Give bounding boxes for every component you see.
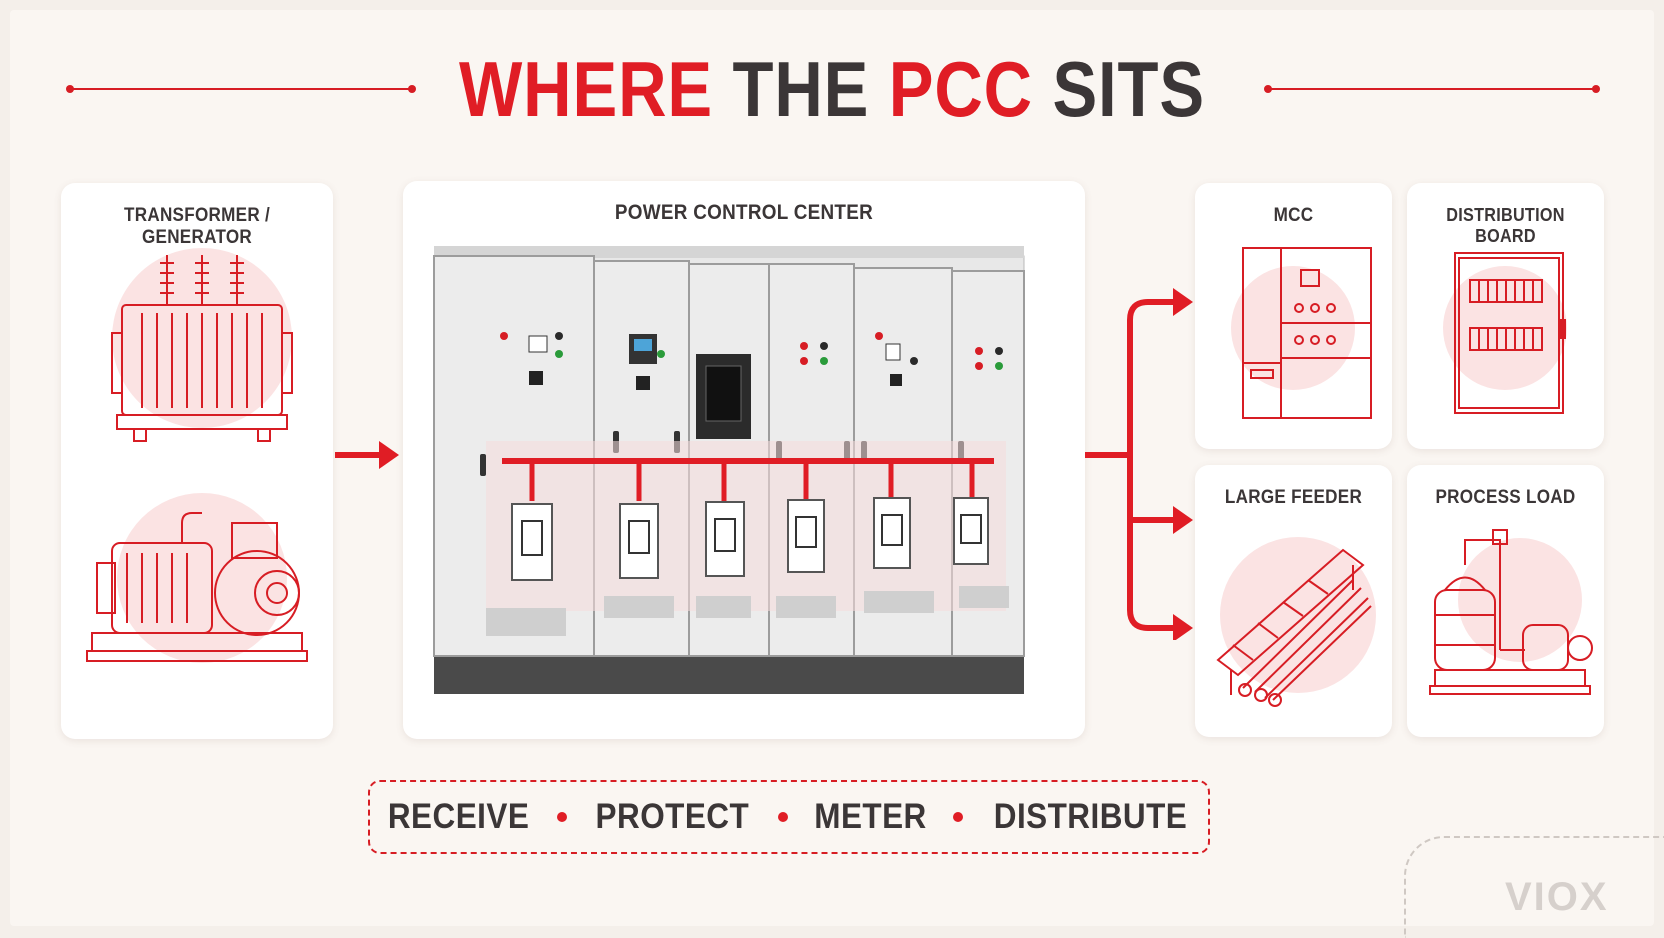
pump-motor-icon [1429,529,1593,695]
mcc-icon [1231,247,1372,419]
process-load-card: PROCESS LOAD [1407,465,1604,737]
process-load-label: PROCESS LOAD [1435,487,1576,508]
title-word-where: WHERE [459,45,713,133]
source-card: TRANSFORMER / GENERATOR [61,183,333,739]
large-feeder-label: LARGE FEEDER [1224,487,1363,508]
page-title: WHERE THE PCC SITS [116,44,1547,134]
mcc-card: MCC [1195,183,1392,449]
large-feeder-card: LARGE FEEDER [1195,465,1392,737]
brand-logo: VIOX [1505,875,1609,919]
distribution-board-label: DISTRIBUTION BOARD [1446,205,1565,246]
title-word-the: THE [732,45,870,133]
mcc-label: MCC [1273,205,1314,226]
title-rule-right [1264,85,1600,93]
function-meter: METER [814,797,927,836]
pcc-card: POWER CONTROL CENTER [403,181,1085,739]
switchgear-illustration [433,246,1025,694]
source-label: TRANSFORMER / GENERATOR [123,205,270,248]
arrow-into-pcc [335,441,399,469]
bullet-dot [952,812,963,822]
corner-decoration [1404,836,1664,938]
transformer-icon [111,248,293,442]
function-distribute: DISTRIBUTE [993,797,1188,836]
title-word-sits: SITS [1052,45,1205,133]
functions-banner: RECEIVE PROTECT METER DISTRIBUTE [368,780,1210,854]
cable-tray-icon [1216,537,1376,707]
distribution-board-card: DISTRIBUTION BOARD [1407,183,1604,449]
function-protect: PROTECT [595,797,750,836]
pcc-label: POWER CONTROL CENTER [614,201,874,224]
distribution-arrows [1085,288,1193,640]
bullet-dot [557,812,568,822]
generator-icon [86,493,308,663]
bullet-dot [777,812,788,822]
function-receive: RECEIVE [387,797,530,836]
distribution-board-icon [1443,252,1567,414]
title-word-pcc: PCC [888,45,1033,133]
title-rule-left [66,85,416,93]
